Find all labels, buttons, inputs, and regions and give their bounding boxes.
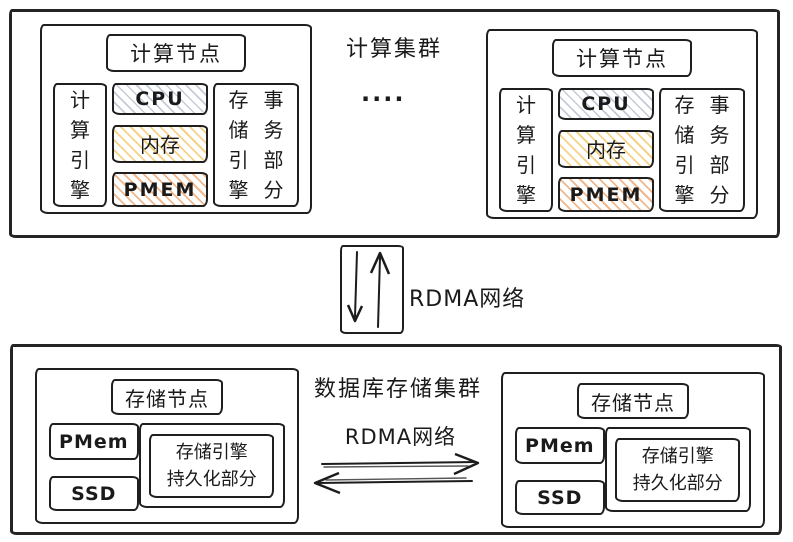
storage-node-title: 存储节点: [577, 383, 689, 419]
rdma-network-label: RDMA网络: [409, 287, 526, 312]
storage-engine-label: 存储引擎: [228, 88, 249, 202]
storage-engine-transaction-box: 存储引擎 事务部分: [659, 88, 745, 212]
hardware-stack: CPU 内存 PMEM: [558, 88, 654, 212]
compute-node-body: 计算引擎 CPU 内存 PMEM 存储引擎 事务部分: [488, 88, 756, 212]
storage-node-title: 存储节点: [111, 379, 223, 415]
transaction-part-label: 事务部分: [709, 93, 730, 207]
storage-cluster: 数据库存储集群 存储节点 PMem SSD 存储引擎 持久化部分 RDMA网络: [10, 344, 782, 535]
compute-node: 计算节点 计算引擎 CPU 内存 PMEM 存储引擎 事务部分: [486, 29, 758, 219]
hardware-stack: CPU 内存 PMEM: [112, 83, 208, 207]
ssd-box: SSD: [49, 476, 139, 511]
rdma-network-label: RDMA网络: [344, 425, 457, 449]
storage-node: 存储节点 PMem SSD 存储引擎 持久化部分: [35, 368, 299, 524]
pmem-box: PMEM: [558, 177, 654, 212]
compute-node-title: 计算节点: [552, 39, 692, 77]
more-nodes-ellipsis: ....: [361, 79, 406, 107]
cpu-box: CPU: [558, 88, 654, 120]
storage-node-body: PMem SSD 存储引擎 持久化部分: [37, 423, 297, 511]
storage-node: 存储节点 PMem SSD 存储引擎 持久化部分: [501, 372, 765, 528]
rdma-horizontal-link: RDMA网络: [308, 421, 493, 495]
compute-node: 计算节点 计算引擎 CPU 内存 PMEM 存储引擎 事务部分: [40, 24, 312, 214]
memory-box: 内存: [558, 129, 654, 168]
pmem-box: PMem: [49, 423, 139, 460]
cpu-box: CPU: [112, 83, 208, 115]
transaction-part-label: 事务部分: [263, 88, 284, 202]
compute-node-body: 计算引擎 CPU 内存 PMEM 存储引擎 事务部分: [42, 83, 310, 207]
compute-cluster-label: 计算集群: [346, 37, 443, 62]
rdma-vertical-connector: [340, 245, 404, 334]
compute-node-title: 计算节点: [106, 34, 246, 72]
storage-engine-persistence-box: 存储引擎 持久化部分: [615, 437, 741, 502]
pmem-box: PMem: [515, 427, 605, 464]
storage-engine-label: 存储引擎: [175, 441, 248, 463]
bidirectional-vertical-arrows-icon: [346, 251, 391, 328]
storage-engine-transaction-box: 存储引擎 事务部分: [213, 83, 299, 207]
persistence-part-label: 持久化部分: [632, 472, 723, 494]
storage-engine-outer-box: 存储引擎 持久化部分: [138, 423, 285, 508]
compute-engine-box: 计算引擎: [53, 83, 107, 207]
storage-media-stack: PMem SSD: [515, 427, 605, 515]
storage-engine-label: 存储引擎: [674, 93, 695, 207]
memory-box: 内存: [112, 124, 208, 163]
bidirectional-horizontal-arrows-icon: [313, 453, 480, 495]
compute-engine-label: 计算引擎: [516, 93, 536, 207]
ssd-box: SSD: [515, 480, 605, 515]
storage-engine-persistence-box: 存储引擎 持久化部分: [149, 433, 275, 498]
storage-engine-label: 存储引擎: [641, 445, 714, 467]
storage-engine-outer-box: 存储引擎 持久化部分: [604, 427, 751, 512]
persistence-part-label: 持久化部分: [166, 468, 257, 490]
storage-cluster-label: 数据库存储集群: [314, 377, 483, 402]
storage-media-stack: PMem SSD: [49, 423, 139, 511]
compute-cluster: 计算集群 .... 计算节点 计算引擎 CPU 内存 PMEM 存储引擎 事务部…: [9, 9, 780, 238]
compute-engine-label: 计算引擎: [70, 88, 90, 202]
pmem-box: PMEM: [112, 172, 208, 207]
storage-node-body: PMem SSD 存储引擎 持久化部分: [503, 427, 763, 515]
compute-engine-box: 计算引擎: [499, 88, 553, 212]
